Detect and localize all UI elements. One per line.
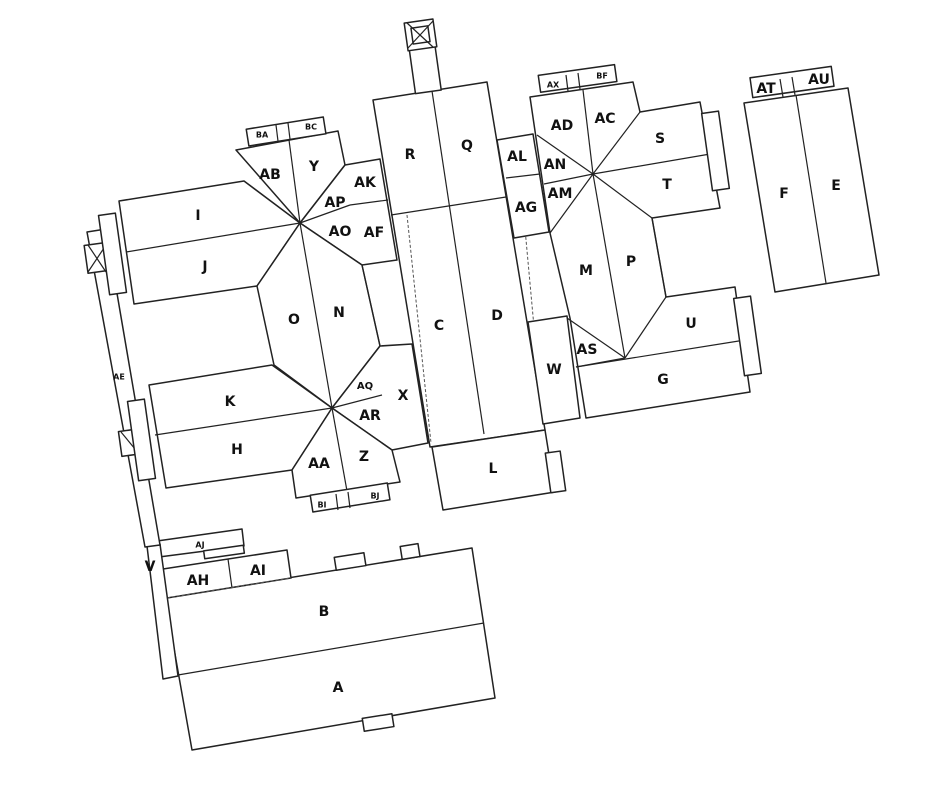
building-south bbox=[146, 528, 496, 751]
label-t: T bbox=[662, 177, 672, 193]
label-bc: BC bbox=[305, 123, 317, 132]
label-a: A bbox=[333, 680, 344, 696]
label-ax: AX bbox=[547, 81, 560, 90]
label-aa: AA bbox=[308, 456, 330, 472]
label-bj: BJ bbox=[370, 492, 379, 501]
label-c: C bbox=[434, 318, 444, 334]
label-b: B bbox=[319, 604, 330, 620]
label-ak: AK bbox=[354, 175, 377, 191]
label-ar: AR bbox=[359, 408, 381, 424]
label-ac: AC bbox=[594, 111, 615, 127]
label-i: I bbox=[195, 208, 200, 224]
label-ab: AB bbox=[259, 167, 281, 183]
label-u: U bbox=[685, 316, 696, 332]
label-d: D bbox=[491, 308, 503, 324]
label-h: H bbox=[231, 442, 243, 458]
label-al: AL bbox=[507, 149, 527, 165]
label-am: AM bbox=[548, 186, 573, 202]
label-aj: AJ bbox=[195, 541, 204, 550]
label-ad: AD bbox=[551, 118, 573, 134]
label-y: Y bbox=[308, 159, 320, 175]
label-z: Z bbox=[359, 449, 369, 465]
label-at: AT bbox=[756, 81, 776, 97]
label-ap: AP bbox=[324, 195, 345, 211]
label-ah: AH bbox=[187, 573, 210, 589]
label-l: L bbox=[489, 461, 498, 477]
label-bi: BI bbox=[317, 501, 326, 510]
label-e: E bbox=[831, 178, 841, 194]
label-o: O bbox=[288, 312, 300, 328]
label-ae: AE bbox=[113, 373, 125, 382]
building-far-east bbox=[743, 65, 880, 293]
label-j: J bbox=[201, 259, 207, 275]
label-k: K bbox=[225, 394, 237, 410]
label-v: V bbox=[145, 559, 156, 575]
label-x: X bbox=[398, 388, 409, 404]
label-r: R bbox=[405, 147, 416, 163]
label-s: S bbox=[655, 131, 665, 147]
label-an: AN bbox=[544, 157, 567, 173]
label-ag: AG bbox=[515, 200, 537, 216]
label-p: P bbox=[626, 254, 636, 270]
label-w: W bbox=[546, 362, 561, 378]
building-west bbox=[97, 116, 429, 513]
label-ba: BA bbox=[256, 131, 269, 140]
label-n: N bbox=[333, 305, 345, 321]
label-aq: AQ bbox=[357, 381, 373, 392]
label-ao: AO bbox=[329, 224, 352, 240]
label-as: AS bbox=[577, 342, 598, 358]
building-central bbox=[372, 18, 567, 511]
label-f: F bbox=[779, 186, 789, 202]
label-af: AF bbox=[364, 225, 384, 241]
label-q: Q bbox=[461, 138, 473, 154]
building-east bbox=[527, 63, 763, 425]
label-au: AU bbox=[808, 72, 830, 88]
label-g: G bbox=[657, 372, 669, 388]
label-ai: AI bbox=[250, 563, 266, 579]
label-m: M bbox=[579, 263, 593, 279]
region-labels: A B C D E F G H I J K L M N O P Q R S T … bbox=[113, 72, 841, 697]
label-bf: BF bbox=[596, 72, 608, 81]
